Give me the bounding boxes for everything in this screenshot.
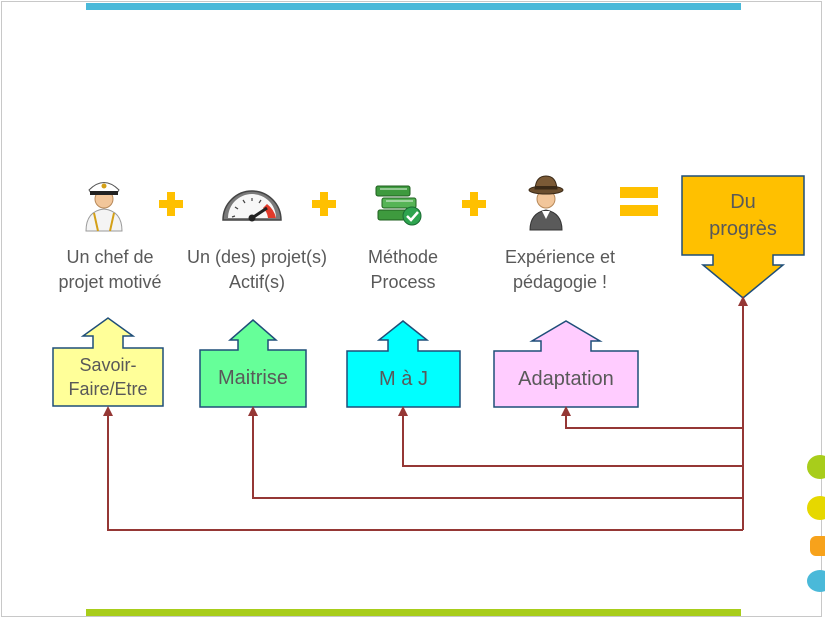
term-projet-line1: Un (des) projet(s)	[186, 247, 328, 267]
connector-maitrise	[252, 410, 743, 499]
connector-adaptation	[565, 410, 743, 429]
decorative-leaves	[807, 455, 825, 592]
term-experience-line1: Expérience et	[504, 247, 616, 267]
plus-icon	[312, 192, 336, 216]
arrowhead-savoir	[103, 406, 113, 416]
maitrise-label: Maitrise	[217, 367, 288, 389]
maj-label: M à J	[379, 368, 428, 390]
result-line1: Du	[730, 191, 756, 213]
maj-callout	[346, 320, 461, 408]
maitrise-callout	[199, 319, 307, 408]
adaptation-callout	[493, 320, 639, 408]
savoir-callout	[52, 317, 164, 407]
term-methode-line2: Process	[370, 272, 436, 292]
connector-maj	[402, 410, 743, 467]
plus-icon	[159, 192, 183, 216]
result-callout	[681, 175, 805, 299]
term-projet-label: Un (des) projet(s) Actif(s)	[172, 245, 342, 295]
term-experience-label: Expérience et pédagogie !	[488, 245, 632, 295]
result-label: Du progrès	[682, 189, 804, 243]
term-experience-line2: pédagogie !	[512, 272, 608, 292]
term-chef-label: Un chef de projet motivé	[40, 245, 180, 295]
savoir-line1: Savoir-	[79, 355, 137, 375]
plus-icon	[462, 192, 486, 216]
arrowhead-result	[738, 296, 748, 306]
connector-savoir	[107, 410, 743, 531]
savoir-label: Savoir- Faire/Etre	[53, 353, 163, 401]
books-icon	[375, 185, 422, 226]
top-accent-bar	[86, 3, 741, 10]
gauge-icon	[222, 190, 282, 222]
arrowhead-maj	[398, 406, 408, 416]
term-methode-line1: Méthode	[367, 247, 439, 267]
detective-icon	[528, 175, 564, 231]
equals-icon	[620, 187, 658, 216]
arrowhead-adaptation	[561, 406, 571, 416]
arrowhead-maitrise	[248, 406, 258, 416]
savoir-line2: Faire/Etre	[68, 379, 148, 399]
bottom-accent-bar	[86, 609, 741, 616]
result-line2: progrès	[709, 218, 777, 240]
term-chef-line2: projet motivé	[58, 272, 162, 292]
adaptation-label: Adaptation	[518, 368, 614, 390]
term-chef-line1: Un chef de	[66, 247, 154, 267]
captain-icon	[85, 182, 123, 232]
term-methode-label: Méthode Process	[343, 245, 463, 295]
term-projet-line2: Actif(s)	[229, 272, 285, 292]
